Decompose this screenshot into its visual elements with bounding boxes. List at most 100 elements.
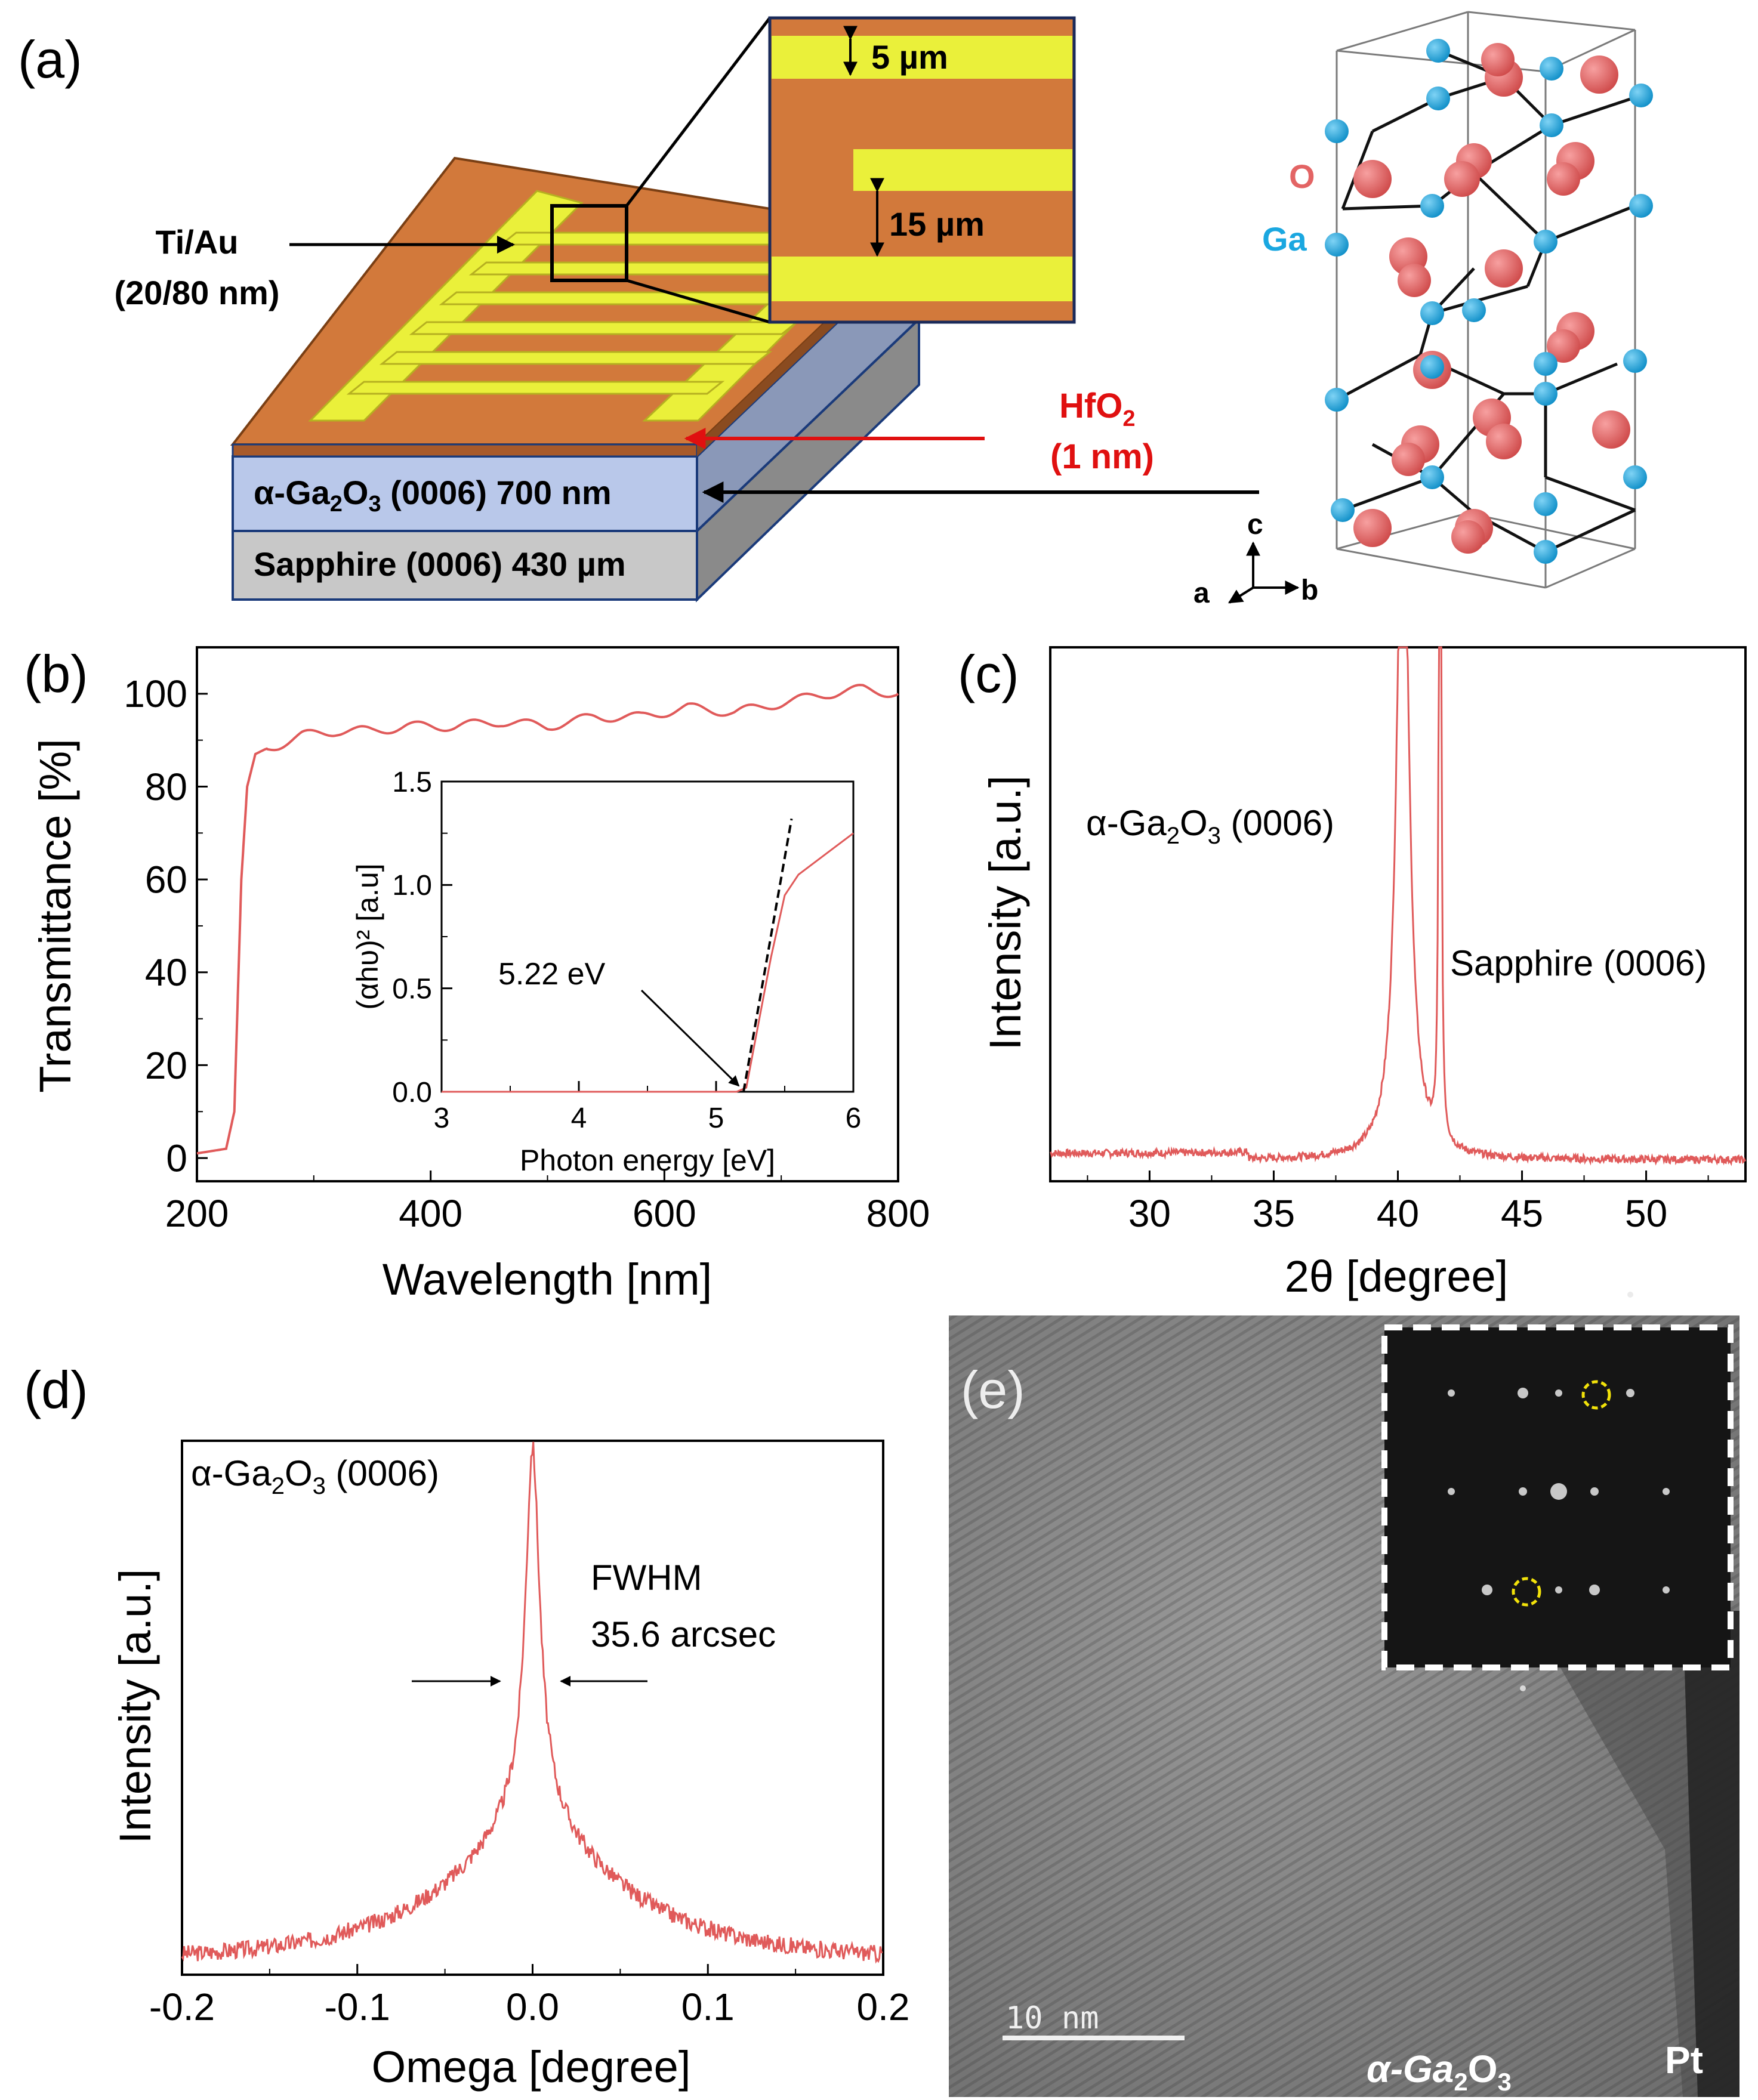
tauc-y-tick-label: 1.5 (392, 767, 432, 798)
finger-width-label: 5 µm (871, 38, 948, 76)
fwhm-value: 35.6 arcsec (591, 1614, 776, 1654)
transmittance-x-label: Wavelength [nm] (383, 1255, 713, 1304)
tauc-y-tick-label: 0.0 (392, 1077, 432, 1108)
transmittance-y-tick-label: 60 (145, 858, 187, 901)
axis-a-label: a (1193, 578, 1210, 609)
transmittance-y-tick-label: 80 (145, 765, 187, 808)
finger (346, 381, 725, 395)
highlighted-spot (1581, 1380, 1611, 1410)
rocking-series-label: α-Ga2O3 (0006) (191, 1453, 439, 1499)
pt-dark-region (1683, 1611, 1740, 2097)
rocking-x-tick-label: -0.2 (149, 1985, 215, 2028)
transmittance-y-tick-label: 40 (145, 951, 187, 994)
xrd-x-tick-label: 30 (1128, 1192, 1171, 1235)
diffraction-spot (1555, 1389, 1562, 1397)
transmittance-x-tick-label: 400 (399, 1192, 462, 1235)
bonds (1336, 49, 1642, 554)
tauc-x-tick-label: 6 (846, 1102, 862, 1134)
unit-cell (1336, 11, 1636, 589)
gallium-legend: Ga (1262, 220, 1307, 258)
electrode-thickness-label: (20/80 nm) (115, 274, 280, 311)
xrd-x-tick-label: 45 (1501, 1192, 1543, 1235)
transmittance-y-tick-label: 100 (124, 672, 187, 715)
diffraction-spot (1482, 1585, 1492, 1595)
xrd-sapphire-peak-label: Sapphire (0006) (1450, 943, 1707, 983)
tauc-y-tick-label: 0.5 (392, 973, 432, 1005)
rocking-x-tick-label: 0.2 (857, 1985, 910, 2028)
tauc-linear-fit (742, 819, 793, 1092)
hfo2-thickness-label: (1 nm) (1050, 437, 1154, 476)
tauc-inset-frame (440, 780, 855, 1093)
xrd-x-tick-label: 40 (1377, 1192, 1419, 1235)
xrd-curve (1050, 646, 1746, 1166)
tauc-curve (442, 832, 854, 1093)
panel-e-label: (e) (961, 1360, 1025, 1419)
panel-a: (a) (18, 11, 1653, 609)
transmittance-y-tick-label: 0 (166, 1137, 187, 1179)
highlighted-spot (1512, 1577, 1541, 1607)
diffraction-spot (1520, 1685, 1526, 1691)
substrate-front (232, 530, 698, 601)
electrode-label: Ti/Au (156, 223, 239, 261)
rocking-x-label: Omega [degree] (372, 2042, 691, 2092)
xrd-axes: 30 35 40 45 50 (1087, 1171, 1709, 1235)
rocking-x-tick-label: 0.1 (681, 1985, 735, 2028)
finger (379, 351, 773, 365)
transmittance-x-tick-label: 200 (165, 1192, 229, 1235)
panel-b-label: (b) (24, 644, 88, 703)
fft-inset (1381, 1292, 1734, 1691)
hfo2-label: HfO2 (1059, 387, 1135, 431)
panel-d-label: (d) (24, 1360, 88, 1419)
tauc-y-tick-label: 1.0 (392, 870, 432, 901)
panel-d: (d) -0.2 -0.1 0.0 0.1 0.2 Omega [degree] Int… (24, 1360, 909, 2092)
axis-c-label: c (1247, 509, 1263, 541)
xrd-x-tick-label: 35 (1253, 1192, 1295, 1235)
tauc-x-tick-label: 4 (571, 1102, 587, 1134)
panel-c-label: (c) (958, 644, 1019, 703)
diffraction-spot (1589, 1585, 1600, 1595)
electrode-zoom-inset: 5 µm 15 µm (768, 16, 1076, 324)
diffraction-spot (1555, 1586, 1562, 1593)
diffraction-spot (1626, 1389, 1634, 1397)
tauc-x-tick-label: 3 (434, 1102, 450, 1134)
rocking-x-tick-label: 0.0 (506, 1985, 559, 2028)
transmittance-x-tick-label: 600 (633, 1192, 696, 1235)
film-front (232, 455, 698, 532)
diffraction-spot (1448, 1488, 1455, 1495)
rocking-curve (181, 1441, 883, 1964)
panel-e: (e) 10 nm α-Ga2O3 Pt (949, 1292, 1740, 2097)
xrd-y-label: Intensity [a.u.] (980, 776, 1030, 1051)
rocking-x-tick-label: -0.1 (325, 1985, 390, 2028)
xrd-x-tick-label: 50 (1625, 1192, 1667, 1235)
bandgap-annotation: 5.22 eV (498, 957, 606, 992)
diffraction-spot (1448, 1389, 1455, 1397)
xrd-x-label: 2θ [degree] (1285, 1252, 1508, 1301)
rocking-curve-axes: -0.2 -0.1 0.0 0.1 0.2 (149, 1964, 910, 2028)
o-atoms (1353, 43, 1630, 554)
transmittance-x-tick-label: 800 (866, 1192, 930, 1235)
diffraction-spot (1518, 1388, 1528, 1398)
zoom-line-bottom (626, 279, 770, 324)
rocking-y-label: Intensity [a.u.] (110, 1569, 160, 1844)
diffraction-spot (1663, 1488, 1670, 1495)
panel-a-label: (a) (18, 30, 82, 89)
diffraction-spot (1519, 1487, 1527, 1496)
finger (409, 321, 800, 335)
finger-gap-label: 15 µm (889, 205, 985, 243)
tauc-x-label: Photon energy [eV] (520, 1144, 775, 1177)
diffraction-spots (1448, 1292, 1670, 1691)
diffraction-spot (1590, 1487, 1599, 1496)
xrd-film-peak-label: α-Ga2O3 (0006) (1086, 803, 1334, 849)
transmittance-y-label: Transmittance [%] (30, 739, 80, 1093)
zoom-line-top (625, 17, 771, 207)
film-layer-label: α-Ga2O3 (0006) 700 nm (254, 474, 612, 517)
bandgap-arrow (640, 989, 740, 1087)
substrate-label: Sapphire (0006) 430 µm (254, 545, 626, 583)
oxygen-legend: O (1289, 158, 1315, 195)
hfo2-layer (232, 443, 698, 458)
crystal-structure: O Ga c b a (1193, 11, 1653, 609)
